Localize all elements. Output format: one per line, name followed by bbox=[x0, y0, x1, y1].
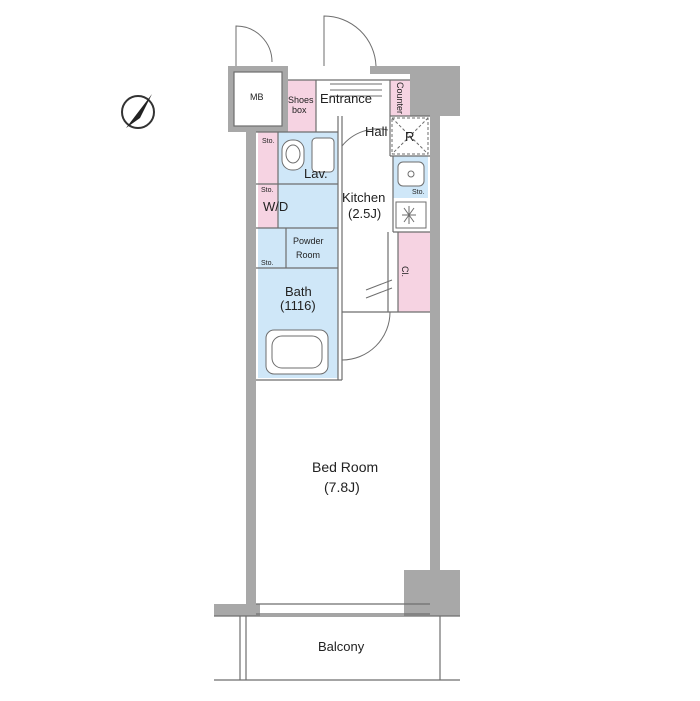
closet-zone bbox=[398, 232, 430, 312]
counter-label: Counter bbox=[395, 82, 405, 114]
powder-label-2: Room bbox=[296, 250, 320, 260]
shoes-box-label-1: Shoes bbox=[288, 95, 314, 105]
shoes-box-label-2: box bbox=[292, 105, 307, 115]
hall-label: Hall bbox=[365, 124, 388, 139]
kitchen-sink-icon bbox=[397, 161, 425, 187]
entrance-label: Entrance bbox=[320, 91, 372, 106]
stove-icon bbox=[395, 201, 427, 229]
hall-door bbox=[341, 128, 389, 147]
wd-label: W/D bbox=[263, 199, 288, 214]
refrigerator-label: R bbox=[405, 129, 414, 144]
bath-label: Bath bbox=[285, 284, 312, 299]
toilet-icon bbox=[281, 139, 305, 171]
lav-label: Lav. bbox=[304, 166, 328, 181]
storage-2-zone bbox=[258, 184, 278, 228]
bathtub-icon bbox=[265, 329, 329, 375]
storage-3-label: Sto. bbox=[261, 260, 274, 267]
entrance-steps bbox=[330, 83, 382, 97]
kitchen-label: Kitchen bbox=[342, 190, 385, 205]
storage-1-zone bbox=[258, 132, 278, 184]
walls bbox=[214, 66, 460, 616]
storage-2-label: Sto. bbox=[261, 187, 274, 194]
mb-label: MB bbox=[250, 92, 264, 102]
powder-zone bbox=[258, 228, 338, 268]
color-zones bbox=[258, 80, 430, 378]
bath-size-label: (1116) bbox=[280, 298, 316, 313]
wash-basin-icon bbox=[311, 137, 335, 173]
partitions bbox=[214, 71, 460, 681]
bedroom-door bbox=[341, 311, 391, 361]
doors bbox=[235, 15, 393, 361]
bedroom-label: Bed Room bbox=[312, 459, 378, 475]
storage-kitchen-label: Sto. bbox=[412, 189, 425, 196]
balcony-label: Balcony bbox=[318, 639, 365, 654]
closet-label: Cl. bbox=[400, 266, 410, 277]
closet-folding-door bbox=[365, 279, 393, 299]
entrance-door bbox=[323, 15, 377, 67]
bedroom-size-label: (7.8J) bbox=[324, 479, 360, 495]
kitchen-size-label: (2.5J) bbox=[348, 206, 381, 221]
counter-zone bbox=[390, 80, 410, 116]
mb-door bbox=[235, 25, 273, 66]
storage-1-label: Sto. bbox=[262, 138, 275, 145]
powder-label-1: Powder bbox=[293, 236, 324, 246]
shoes-box-zone bbox=[286, 80, 316, 132]
refrigerator bbox=[391, 117, 429, 155]
north-arrow-icon bbox=[121, 94, 155, 129]
